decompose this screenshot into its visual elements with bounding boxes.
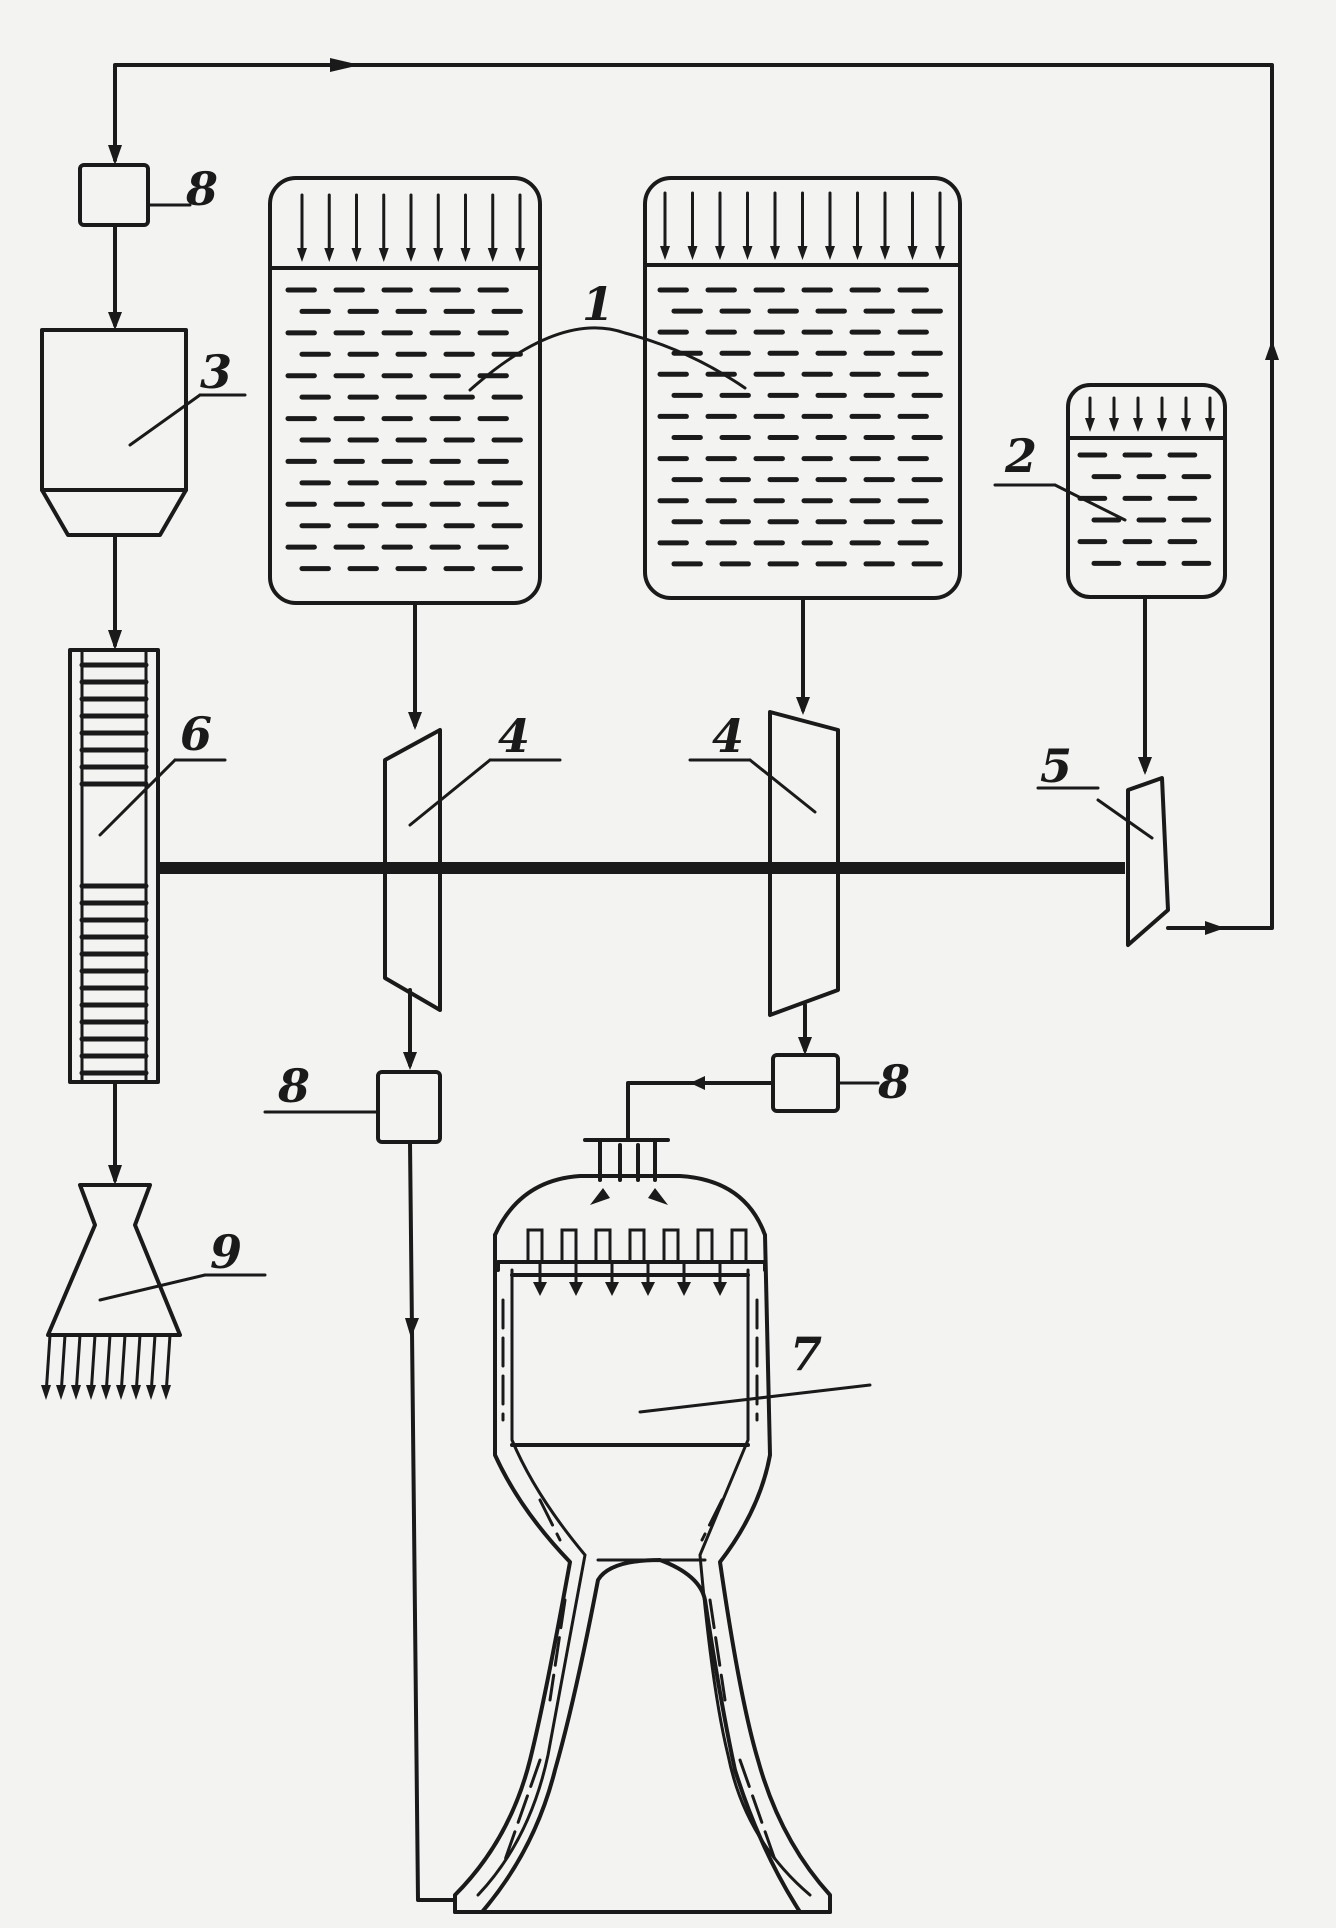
turbine-blades bbox=[79, 648, 149, 1084]
tanks-label: 1 bbox=[468, 277, 747, 392]
pump-small: 5 bbox=[1036, 739, 1274, 947]
pressurization-arrows-small bbox=[1085, 396, 1215, 432]
label-small-tank: 2 bbox=[1004, 429, 1037, 483]
exhaust-jets bbox=[41, 1333, 172, 1400]
label-pump-right: 4 bbox=[712, 709, 744, 763]
label-exhaust-nozzle: 9 bbox=[210, 1225, 242, 1279]
label-pump-left: 4 bbox=[498, 709, 530, 763]
liquid-right bbox=[657, 287, 943, 567]
label-propellant-tanks: 1 bbox=[582, 277, 614, 331]
gas-generator: 3 bbox=[40, 328, 247, 650]
valve-left: 8 bbox=[263, 1059, 457, 1902]
valve-top: 8 bbox=[78, 162, 218, 330]
valve-right: 8 bbox=[626, 1053, 910, 1142]
label-turbine: 6 bbox=[180, 707, 212, 761]
injectors bbox=[526, 1228, 748, 1296]
tank-right bbox=[643, 176, 962, 715]
label-valve-top: 8 bbox=[185, 162, 218, 216]
cooling-jacket bbox=[501, 1298, 777, 1862]
exhaust-nozzle: 9 bbox=[41, 1183, 267, 1400]
pump-right: 4 bbox=[688, 709, 840, 1055]
tank-small: 2 bbox=[993, 383, 1227, 775]
pump-left: 4 bbox=[383, 709, 562, 1070]
label-gas-generator: 3 bbox=[200, 345, 232, 399]
liquid-left bbox=[285, 287, 523, 572]
pressurization-arrows-right bbox=[660, 191, 945, 260]
label-combustion-chamber: 7 bbox=[790, 1327, 822, 1381]
liquid-small bbox=[1077, 452, 1212, 566]
label-valve-right: 8 bbox=[877, 1055, 910, 1109]
tank-left bbox=[268, 176, 542, 730]
turbine: 6 bbox=[68, 648, 227, 1185]
return-line bbox=[108, 58, 1279, 914]
label-small-pump: 5 bbox=[1040, 739, 1072, 793]
pressurization-arrows-left bbox=[297, 193, 525, 262]
label-valve-left: 8 bbox=[277, 1059, 310, 1113]
combustion-chamber: 7 bbox=[453, 1138, 872, 1914]
